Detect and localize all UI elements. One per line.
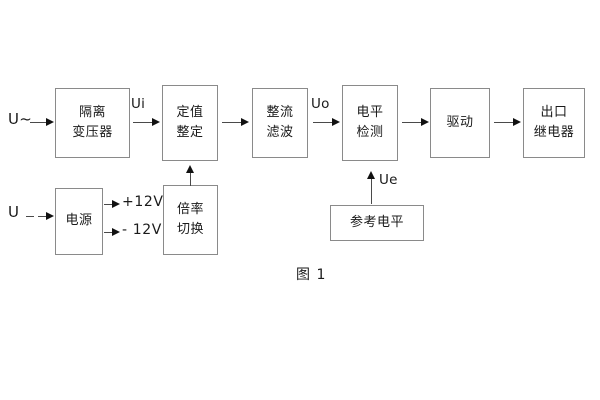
connector-setpoint-to-rectify bbox=[222, 122, 242, 123]
block-output-relay-line2: 继电器 bbox=[533, 125, 575, 140]
block-setpoint-adjust-line2: 整定 bbox=[176, 125, 204, 140]
connector-reference-to-level-arrowhead bbox=[367, 171, 375, 179]
signal-label-ue: Ue bbox=[379, 172, 398, 188]
block-power-supply: 电源 bbox=[55, 188, 103, 255]
block-setpoint-adjust: 定值 整定 bbox=[162, 85, 218, 161]
block-reference-level-line1: 参考电平 bbox=[349, 214, 404, 230]
block-drive: 驱动 bbox=[430, 88, 490, 158]
block-ratio-switch-line2: 切换 bbox=[176, 222, 204, 237]
rail-negative-arrowhead bbox=[112, 228, 120, 236]
dc-input-dash-2 bbox=[38, 216, 46, 217]
block-output-relay-line1: 出口 bbox=[540, 104, 568, 120]
block-level-detect-line2: 检测 bbox=[356, 125, 384, 140]
connector-isolation-to-setpoint-arrowhead bbox=[152, 118, 160, 126]
connector-reference-to-level bbox=[371, 178, 372, 204]
block-ratio-switch: 倍率 切换 bbox=[163, 185, 218, 255]
figure-caption: 图 1 bbox=[296, 267, 327, 283]
dc-input-arrowhead bbox=[46, 212, 54, 220]
block-isolation-transformer: 隔离 变压器 bbox=[55, 88, 130, 158]
connector-drive-to-relay bbox=[494, 122, 514, 123]
block-rectify-filter-line2: 滤波 bbox=[266, 125, 294, 140]
block-isolation-transformer-line2: 变压器 bbox=[72, 125, 113, 140]
connector-rectify-to-level bbox=[313, 122, 333, 123]
block-isolation-transformer-line1: 隔离 bbox=[78, 104, 106, 120]
connector-level-to-drive-arrowhead bbox=[421, 118, 429, 126]
signal-label-uo: Uo bbox=[311, 96, 330, 112]
connector-ratio-to-setpoint bbox=[190, 172, 191, 186]
block-rectify-filter-line1: 整流 bbox=[266, 104, 294, 120]
block-power-supply-line1: 电源 bbox=[65, 213, 93, 229]
rail-positive-label: +12V bbox=[122, 194, 164, 210]
ac-input-label: U~ bbox=[8, 110, 33, 128]
connector-ratio-to-setpoint-arrowhead bbox=[186, 165, 194, 173]
block-rectify-filter: 整流 滤波 bbox=[252, 88, 308, 158]
connector-rectify-to-level-arrowhead bbox=[332, 118, 340, 126]
block-output-relay: 出口 继电器 bbox=[523, 88, 585, 158]
block-ratio-switch-line1: 倍率 bbox=[176, 201, 204, 217]
block-level-detect-line1: 电平 bbox=[356, 104, 384, 120]
dc-input-dash-1 bbox=[26, 216, 34, 217]
rail-positive-arrowhead bbox=[112, 200, 120, 208]
ac-input-arrowhead bbox=[46, 118, 54, 126]
rail-negative-line bbox=[104, 232, 116, 233]
connector-level-to-drive bbox=[402, 122, 422, 123]
rail-negative-label: - 12V bbox=[122, 222, 162, 238]
connector-setpoint-to-rectify-arrowhead bbox=[241, 118, 249, 126]
block-setpoint-adjust-line1: 定值 bbox=[176, 104, 204, 120]
signal-label-ui: Ui bbox=[131, 96, 146, 112]
block-reference-level: 参考电平 bbox=[330, 205, 424, 241]
rail-positive-line bbox=[104, 204, 116, 205]
connector-drive-to-relay-arrowhead bbox=[513, 118, 521, 126]
dc-input-label: U bbox=[8, 203, 20, 221]
connector-isolation-to-setpoint bbox=[133, 122, 153, 123]
ac-input-line bbox=[30, 122, 48, 123]
block-drive-line1: 驱动 bbox=[446, 114, 474, 130]
block-level-detect: 电平 检测 bbox=[342, 85, 398, 161]
